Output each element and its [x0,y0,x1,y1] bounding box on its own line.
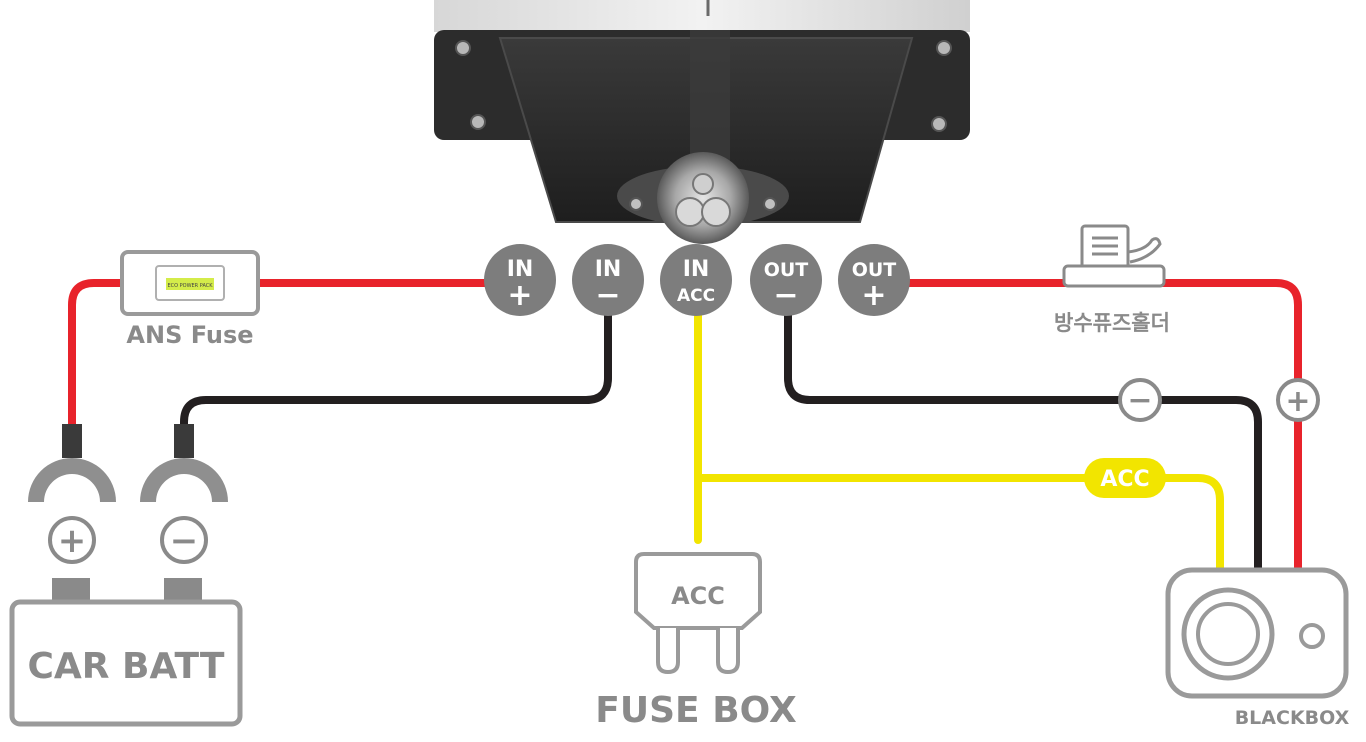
fusebox: ACC FUSE BOX [595,552,797,731]
blackbox: BLACKBOX [1165,567,1350,729]
fuse-chip-icon [166,278,214,290]
wire-acc-blackbox [694,474,1224,576]
tag-acc: ACC [1084,458,1166,498]
car-battery: CAR BATT [9,578,243,727]
fuse-chip-text: ECO POWER PACK [167,283,213,289]
ans-fuse-label: ANS Fuse [126,321,253,349]
terminal-label: OUT [852,259,897,281]
tag-sign: − [1127,383,1152,418]
terminal-sign: + [507,278,532,313]
waterproof-fuse-holder: 방수퓨즈홀더 [1054,224,1170,335]
fusebox-label-part1: FUSE [595,690,699,731]
clamp-plus-sleeve [62,424,82,458]
terminal-in-acc: IN ACC [660,244,732,316]
terminal-in-minus: IN − [572,244,644,316]
wire-out-plus [896,279,1302,576]
fusebox-label-part2: BOX [712,690,797,731]
terminal-sign: ACC [677,286,715,306]
battery-clamps: + − [28,424,228,564]
wire-fuse-to-battery [68,279,126,432]
wire-in-minus [180,304,612,432]
wire-out-minus [784,304,1262,576]
fusebox-label: FUSE BOX [595,690,797,731]
power-pack-device [434,0,970,244]
terminal-sign: − [595,278,620,313]
tag-minus: − [1118,378,1162,422]
fuse-acc-label: ACC [671,582,725,610]
clamp-plus-icon [28,458,116,502]
clamp-minus-icon [140,458,228,502]
blackbox-label: BLACKBOX [1235,707,1350,729]
terminal-sign: − [773,278,798,313]
tag-acc-label: ACC [1100,467,1149,492]
car-battery-label: CAR BATT [28,646,225,687]
fuse-holder-icon [1062,224,1166,288]
tag-sign: + [1285,384,1310,419]
terminal-out-minus: OUT − [750,244,822,316]
wires [68,279,1302,576]
terminal-out-plus: OUT + [838,244,910,316]
clamp-minus-sleeve [174,424,194,458]
fuse-icon [634,552,762,630]
fuse-holder-label: 방수퓨즈홀더 [1054,311,1170,335]
connector-icon [657,152,749,244]
terminal-label: OUT [764,259,809,281]
led-icon [1299,623,1325,649]
ans-fuse: ECO POWER PACK ANS Fuse [120,250,260,349]
tag-plus: + [1276,378,1320,422]
terminal-in-plus: IN + [484,244,556,316]
battery-minus-sign: − [170,521,199,561]
terminal-label: IN [683,257,710,282]
terminal-sign: + [861,278,886,313]
terminal-label: IN [507,257,534,282]
battery-plus-sign: + [58,521,87,561]
terminal-label: IN [595,257,622,282]
